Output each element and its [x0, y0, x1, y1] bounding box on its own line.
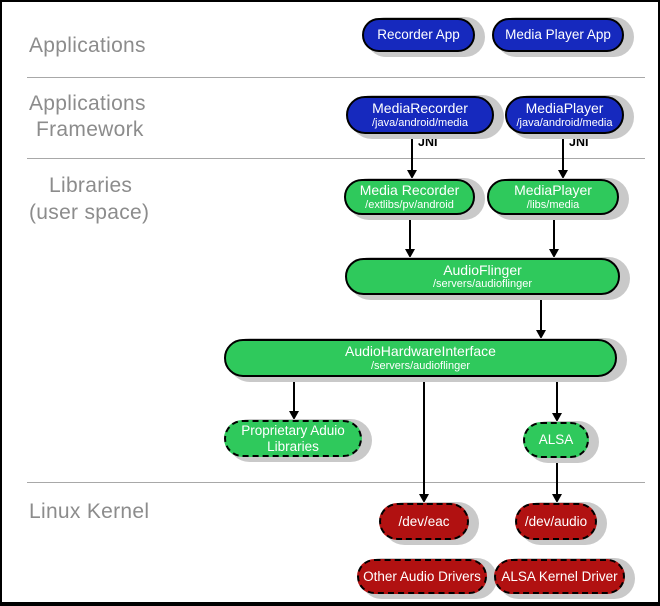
section-label-libraries-line2: (user space): [29, 201, 150, 224]
node-mediarecorder-framework: MediaRecorder /java/android/media: [346, 96, 494, 134]
edge-mediarecorder-jni-line: [411, 134, 413, 170]
node-media-recorder-lib: Media Recorder /extlibs/pv/android: [344, 179, 475, 215]
node-mediaplayer-framework: MediaPlayer /java/android/media: [505, 96, 624, 134]
node-proprietary-audio-libraries: Proprietary Aduio Libraries: [224, 420, 362, 457]
node-mediaplayer-lib-title: MediaPlayer: [514, 182, 592, 198]
section-divider-3: [27, 482, 645, 483]
edge-ahi-alsa-line: [556, 377, 558, 413]
edge-alsa-devaudio-line: [556, 458, 558, 494]
node-audioflinger: AudioFlinger /servers/audioflinger: [345, 258, 620, 295]
node-mediaplayer-framework-title: MediaPlayer: [525, 100, 604, 116]
node-media-player-app: Media Player App: [492, 18, 624, 52]
node-mediarecorder-framework-path: /java/android/media: [371, 116, 468, 129]
node-proprietary-audio-libraries-title-line2: Libraries: [267, 438, 319, 454]
section-label-framework-line1: Applications: [29, 92, 146, 115]
node-proprietary-audio-libraries-title-line1: Proprietary Aduio: [241, 423, 345, 439]
node-media-recorder-lib-title: Media Recorder: [359, 182, 460, 198]
edge-ahi-proprietary-arrowhead: [289, 411, 299, 420]
edge-mediarecorderlib-audioflinger-line: [409, 215, 411, 249]
edge-label-jni-left: JNI: [418, 135, 438, 149]
node-recorder-app-label: Recorder App: [377, 27, 460, 43]
node-mediaplayer-lib-path: /libs/media: [526, 198, 580, 211]
node-dev-eac: /dev/eac: [379, 503, 469, 540]
edge-ahi-deveac-arrowhead: [419, 494, 429, 503]
edge-mediaplayerlib-audioflinger-arrowhead: [549, 249, 559, 258]
node-other-audio-drivers-label: Other Audio Drivers: [363, 568, 481, 584]
node-alsa: ALSA: [523, 422, 589, 458]
section-label-libraries-line1: Libraries: [49, 174, 133, 197]
edge-mediarecorder-jni-arrowhead: [407, 170, 417, 179]
node-dev-eac-label: /dev/eac: [398, 513, 450, 529]
edge-audioflinger-ahi-arrowhead: [536, 330, 546, 339]
node-media-recorder-lib-path: /extlibs/pv/android: [365, 198, 454, 211]
edge-alsa-devaudio-arrowhead: [552, 494, 562, 503]
edge-ahi-deveac-line: [423, 377, 425, 494]
edge-ahi-alsa-arrowhead: [552, 413, 562, 422]
node-audioflinger-path: /servers/audioflinger: [432, 278, 533, 291]
section-divider-1: [27, 77, 645, 78]
edge-audioflinger-ahi-line: [540, 295, 542, 330]
node-audioflinger-title: AudioFlinger: [443, 261, 522, 278]
node-alsa-kernel-driver-label: ALSA Kernel Driver: [501, 568, 618, 584]
edge-mediarecorderlib-audioflinger-arrowhead: [405, 249, 415, 258]
section-label-linux-kernel: Linux Kernel: [29, 500, 150, 523]
node-mediaplayer-lib: MediaPlayer /libs/media: [487, 179, 619, 215]
node-recorder-app: Recorder App: [362, 18, 475, 52]
node-alsa-kernel-driver: ALSA Kernel Driver: [494, 559, 625, 594]
node-other-audio-drivers: Other Audio Drivers: [357, 559, 487, 594]
section-label-framework-line2: Framework: [36, 118, 144, 141]
node-mediaplayer-framework-path: /java/android/media: [516, 116, 613, 129]
node-alsa-label: ALSA: [538, 432, 574, 448]
node-mediarecorder-framework-title: MediaRecorder: [372, 100, 468, 116]
section-divider-2: [27, 158, 645, 159]
node-audiohardwareinterface-path: /servers/audioflinger: [370, 359, 471, 372]
node-audiohardwareinterface: AudioHardwareInterface /servers/audiofli…: [224, 339, 617, 377]
edge-mediaplayerlib-audioflinger-line: [553, 215, 555, 249]
edge-mediaplayer-jni-arrowhead: [558, 170, 568, 179]
node-dev-audio: /dev/audio: [515, 503, 597, 540]
edge-ahi-proprietary-line: [293, 377, 295, 411]
edge-label-jni-right: JNI: [569, 135, 589, 149]
node-audiohardwareinterface-title: AudioHardwareInterface: [345, 343, 496, 359]
section-label-applications: Applications: [29, 34, 146, 57]
node-media-player-app-label: Media Player App: [505, 27, 611, 43]
edge-mediaplayer-jni-line: [562, 134, 564, 170]
node-dev-audio-label: /dev/audio: [524, 513, 588, 529]
